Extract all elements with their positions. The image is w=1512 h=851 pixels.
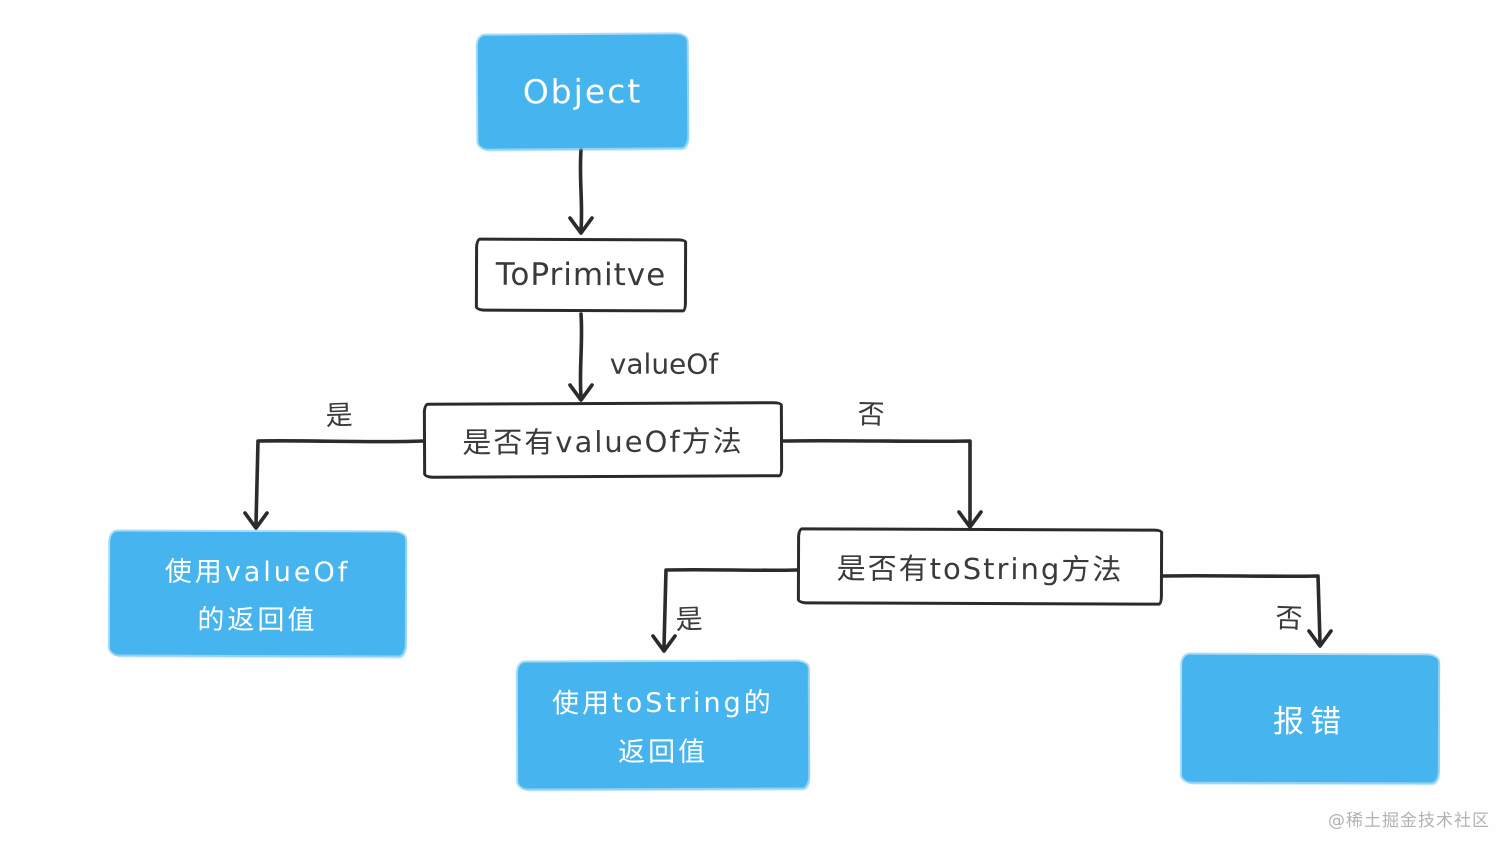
node-has-tostring-label: 是否有toString方法 xyxy=(836,550,1124,587)
edge-hastostring-to-error xyxy=(1161,573,1333,648)
node-has-valueof-label: 是否有valueOf方法 xyxy=(462,424,744,460)
edge-label-no-tostring: 否 xyxy=(1274,603,1303,635)
edge-toprimitive-to-hasvalueof xyxy=(568,312,594,402)
node-error-label: 报错 xyxy=(1272,703,1348,741)
node-use-tostring-line1: 使用toString的 xyxy=(552,687,774,720)
edge-label-valueof: valueOf xyxy=(609,347,719,381)
node-object: Object xyxy=(477,34,688,149)
node-use-tostring-result: 使用toString的 返回值 xyxy=(517,661,809,789)
node-has-tostring-decision: 是否有toString方法 xyxy=(796,527,1164,606)
node-toprimitive-label: ToPrimitve xyxy=(495,256,667,294)
edge-object-to-toprimitive xyxy=(568,148,594,235)
node-use-valueof-line2: 的返回值 xyxy=(197,605,318,637)
node-use-valueof-line1: 使用valueOf xyxy=(164,556,351,588)
edge-label-yes-valueof: 是 xyxy=(325,400,354,432)
edge-label-no-valueof: 否 xyxy=(857,399,885,431)
node-object-label: Object xyxy=(522,71,643,112)
watermark: @稀土掘金技术社区 xyxy=(1328,811,1490,831)
edge-hastostring-to-usetostring xyxy=(651,567,799,653)
edge-hasvalueof-to-hastostring xyxy=(781,438,983,529)
node-use-tostring-line2: 返回值 xyxy=(618,737,709,769)
edge-label-yes-tostring: 是 xyxy=(675,604,704,636)
edge-hasvalueof-to-usevalueof xyxy=(243,438,426,530)
node-has-valueof-decision: 是否有valueOf方法 xyxy=(422,401,784,479)
node-error-result: 报错 xyxy=(1181,654,1439,783)
node-use-valueof-result: 使用valueOf 的返回值 xyxy=(109,531,406,656)
node-toprimitive: ToPrimitve xyxy=(474,237,688,313)
